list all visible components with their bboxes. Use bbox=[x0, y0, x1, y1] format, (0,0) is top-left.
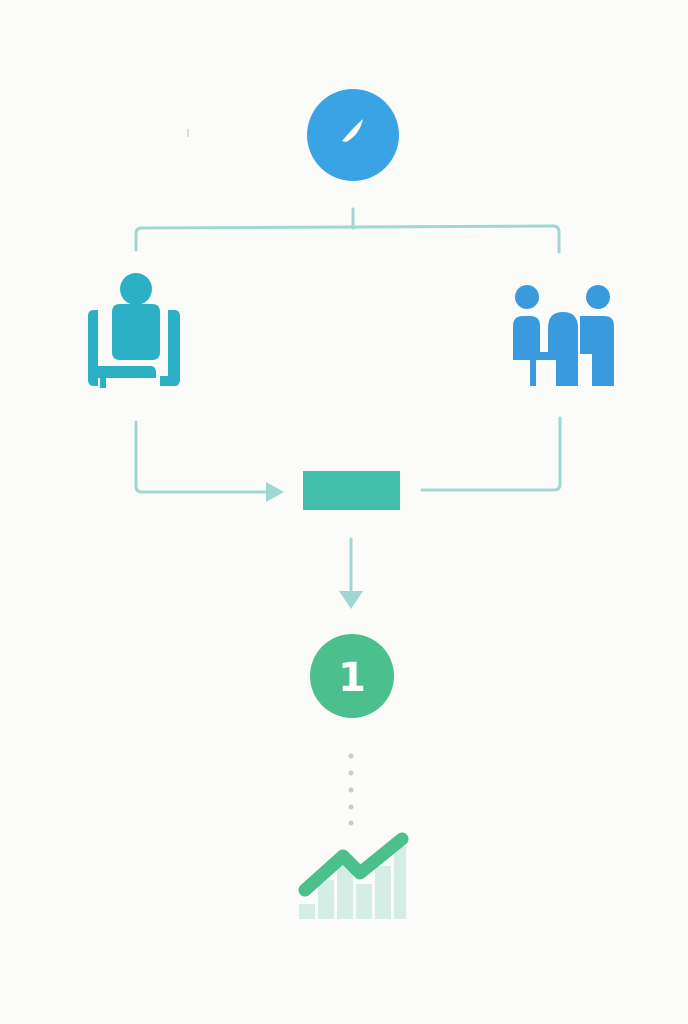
step-number: 1 bbox=[338, 655, 366, 701]
top-node bbox=[307, 89, 399, 181]
leaf-icon bbox=[342, 119, 363, 142]
branch-bar bbox=[134, 224, 561, 254]
branch-connector bbox=[134, 207, 561, 254]
right-merge-line bbox=[420, 416, 562, 492]
center-box bbox=[303, 471, 400, 510]
person-at-desk-icon bbox=[88, 273, 180, 388]
left-merge-line bbox=[134, 420, 274, 494]
two-people-meeting-icon bbox=[513, 285, 614, 386]
growth-chart-icon bbox=[298, 832, 409, 919]
down-arrow-head bbox=[339, 591, 363, 609]
step-node-circle bbox=[310, 634, 394, 718]
dotted-connector bbox=[348, 753, 354, 826]
merge-connectors bbox=[134, 416, 562, 494]
step-node: 1 bbox=[310, 634, 394, 718]
left-arrow-head bbox=[266, 482, 284, 502]
